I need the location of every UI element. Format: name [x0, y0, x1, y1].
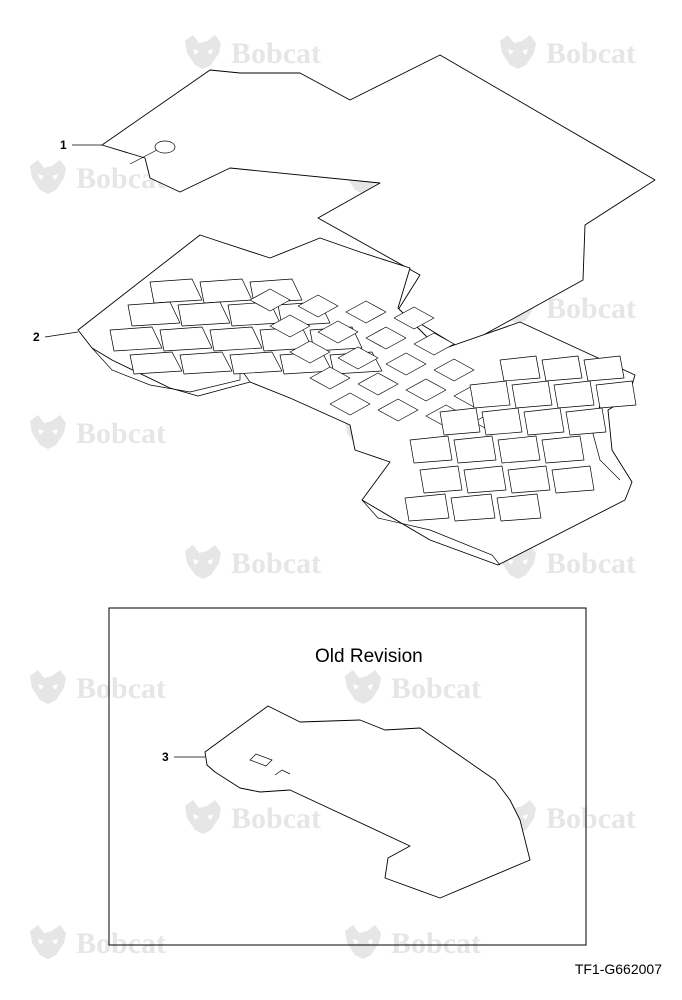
plate-grid-cell: [481, 407, 523, 436]
plate-grid-cell: [337, 346, 379, 370]
plate-grid-cell: [297, 294, 339, 318]
plate-grid-cell: [209, 326, 263, 352]
bobcat-logo-icon: [185, 800, 221, 834]
plate-grid-cell: [523, 407, 565, 436]
bobcat-watermark-text: Bobcat: [76, 417, 166, 450]
callout-3-label: 3: [162, 750, 169, 764]
plate-grid-cell: [553, 380, 595, 409]
plate-grid-cell: [109, 326, 163, 352]
plate-grid-cell: [469, 380, 511, 409]
bobcat-watermark-text: Bobcat: [546, 802, 636, 835]
bobcat-watermark: Bobcat: [185, 545, 321, 580]
bobcat-logo-icon: [30, 415, 66, 449]
plate-grid-cell: [249, 288, 291, 312]
plate-grid-cell: [541, 355, 583, 382]
plate-grid-cell: [551, 465, 595, 494]
bobcat-watermark: Bobcat: [30, 670, 166, 705]
bobcat-logo-icon: [185, 545, 221, 579]
bobcat-watermark-text: Bobcat: [546, 292, 636, 325]
bobcat-logo-icon: [30, 670, 66, 704]
bobcat-watermark-text: Bobcat: [391, 672, 481, 705]
bobcat-watermark: Bobcat: [500, 545, 636, 580]
bobcat-watermark: Bobcat: [345, 670, 481, 705]
plate-grid-cell: [450, 493, 496, 522]
bobcat-logo-icon: [345, 925, 381, 959]
plate-grid-cell: [433, 358, 475, 382]
plate-grid-cell: [497, 435, 541, 464]
figure-id: TF1-G662007: [575, 961, 662, 977]
plate-grid-cell: [127, 301, 181, 327]
bobcat-watermark: Bobcat: [30, 160, 166, 195]
bobcat-watermark: Bobcat: [185, 800, 321, 835]
plate-grid-cell: [404, 493, 450, 522]
bobcat-logo-icon: [500, 35, 536, 69]
bobcat-logo-icon: [30, 160, 66, 194]
plate-grid-cell: [409, 435, 453, 464]
plate-grid-cell: [507, 465, 551, 494]
callout-2-leader: [44, 331, 79, 338]
plate-grid-cell: [595, 380, 637, 409]
bobcat-watermark-text: Bobcat: [391, 927, 481, 960]
plate-grid-cell: [317, 320, 359, 344]
plate-grid-cell: [453, 435, 497, 464]
plate-grid-cell: [463, 465, 507, 494]
bobcat-watermark-text: Bobcat: [546, 547, 636, 580]
plate-grid-cell: [385, 352, 427, 376]
bobcat-watermark-text: Bobcat: [76, 927, 166, 960]
plate-grid-cell: [309, 366, 351, 390]
plate-grid-cell: [583, 355, 625, 382]
inset-title: Old Revision: [315, 646, 423, 667]
plate-grid-cell: [159, 326, 213, 352]
old-revision-inset: Old Revision 3: [108, 607, 587, 946]
bobcat-logo-icon: [185, 35, 221, 69]
bobcat-watermark: Bobcat: [500, 290, 636, 325]
bobcat-watermark-text: Bobcat: [231, 802, 321, 835]
plate-grid-cell: [405, 378, 447, 402]
plate-grid-cell: [345, 300, 387, 324]
plate-grid-cell: [269, 314, 311, 338]
bobcat-watermark: Bobcat: [185, 35, 321, 70]
bobcat-watermark-text: Bobcat: [76, 672, 166, 705]
plate-grid-cell: [149, 278, 203, 304]
plate-grid-cell: [129, 351, 183, 375]
bobcat-logo-icon: [345, 670, 381, 704]
plate-grid-cell: [229, 351, 283, 375]
bobcat-watermark: Bobcat: [500, 35, 636, 70]
plate-grid-cell: [393, 306, 435, 330]
plate-grid-cell: [565, 407, 607, 436]
plate-grid-cell: [499, 355, 541, 382]
plate-grid-cell: [329, 392, 371, 416]
plate-grid-cell: [496, 493, 542, 522]
bobcat-watermark-text: Bobcat: [231, 37, 321, 70]
plate-grid-cell: [365, 326, 407, 350]
plate-grid-cell: [413, 332, 455, 356]
plate-grid-cell: [377, 398, 419, 422]
plate-grid-cell: [541, 435, 585, 464]
bobcat-watermark-text: Bobcat: [231, 547, 321, 580]
part-2-floor-plate: [77, 234, 637, 566]
callout-1-label: 1: [60, 138, 67, 152]
callout-group: 1 2: [33, 138, 102, 344]
plate-rib-grid: [109, 278, 637, 522]
part-3-old-mat: [204, 705, 531, 899]
bobcat-watermark: Bobcat: [30, 415, 166, 450]
inset-frame: [108, 607, 587, 946]
bobcat-watermark: Bobcat: [30, 925, 166, 960]
plate-grid-cell: [419, 465, 463, 494]
bobcat-logo-icon: [30, 925, 66, 959]
bobcat-watermark: Bobcat: [345, 925, 481, 960]
bobcat-watermark: Bobcat: [500, 800, 636, 835]
plate-grid-cell: [511, 380, 553, 409]
plate-grid-cell: [289, 340, 331, 364]
plate-grid-cell: [439, 407, 481, 436]
plate-grid-cell: [179, 351, 233, 375]
plate-grid-cell: [357, 372, 399, 396]
bobcat-watermark-text: Bobcat: [546, 37, 636, 70]
plate-grid-cell: [177, 301, 231, 327]
callout-2-label: 2: [33, 330, 40, 344]
